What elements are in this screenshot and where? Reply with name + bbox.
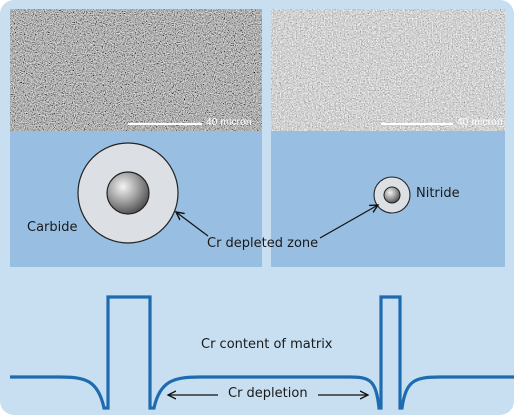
- nitride-label: Nitride: [416, 186, 460, 201]
- cr-depletion-label: Cr depletion: [228, 386, 308, 401]
- cr-content-label: Cr content of matrix: [201, 337, 333, 352]
- micrograph-left-texture: [10, 9, 262, 131]
- arrow-to-nitride-zone: [319, 205, 378, 239]
- arrow-to-carbide-zone: [176, 212, 209, 237]
- micrograph-right-texture: [271, 9, 505, 131]
- carbide-particle: [106, 171, 150, 215]
- scale-bar-right: [381, 123, 453, 125]
- cr-content-curve: [10, 295, 514, 410]
- cr-depleted-zone-label: Cr depleted zone: [207, 236, 319, 251]
- nitride-particle: [383, 186, 401, 204]
- scale-label-left: 40 micron: [206, 117, 252, 128]
- micrograph-left: 40 micron: [10, 9, 262, 131]
- micrograph-right: 40 micron: [271, 9, 505, 131]
- scale-bar-left: [128, 123, 202, 125]
- scale-label-right: 40 micron: [457, 117, 503, 128]
- carbide-label: Carbide: [27, 220, 78, 235]
